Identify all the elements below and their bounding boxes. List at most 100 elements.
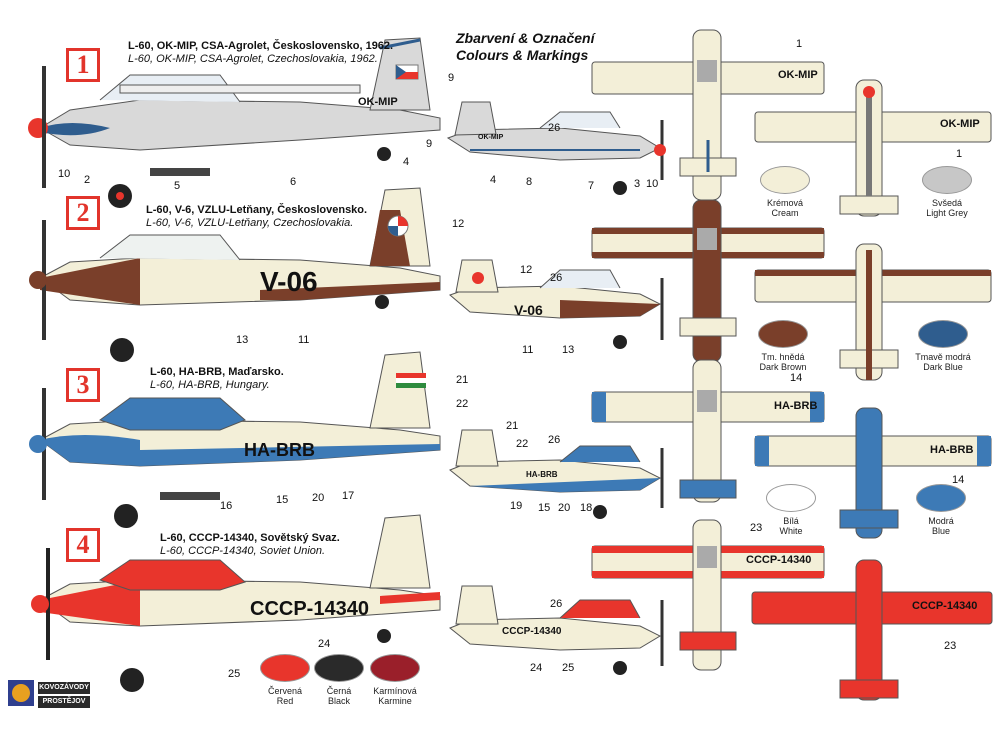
caption-3-cz: L-60, HA-BRB, Maďarsko. — [150, 366, 284, 378]
swatch-white: Bílá White — [756, 484, 826, 536]
callout-3: 3 — [634, 178, 641, 190]
callout-13-small: 13 — [562, 344, 575, 356]
swatch-chip-blue — [916, 484, 966, 512]
callout-8: 8 — [526, 176, 533, 188]
callout-7: 7 — [588, 180, 595, 192]
swatch-dark-brown-en: Dark Brown — [759, 362, 807, 372]
caption-1-en: L-60, OK-MIP, CSA-Agrolet, Czechoslovaki… — [128, 53, 378, 65]
callout-14-plan-a: 14 — [790, 372, 803, 384]
callout-25: 25 — [228, 668, 241, 680]
swatch-cream-en: Cream — [771, 208, 799, 218]
swatch-dark-blue-en: Dark Blue — [923, 362, 963, 372]
swatch-light-grey-en: Light Grey — [926, 208, 968, 218]
planview-2b — [754, 243, 992, 381]
registration-3-plan-a: HA-BRB — [774, 400, 818, 412]
callout-19: 19 — [510, 500, 523, 512]
swatch-chip-dark-blue — [918, 320, 968, 348]
registration-1-plan-a: OK-MIP — [778, 69, 818, 81]
variant-badge-2: 2 — [66, 196, 100, 230]
callout-26-v1: 26 — [548, 122, 561, 134]
registration-2-large: V-06 — [260, 266, 318, 297]
callout-1-plan-a: 1 — [796, 38, 803, 50]
callout-24: 24 — [318, 638, 331, 650]
callout-16: 16 — [220, 500, 233, 512]
callout-10-small: 10 — [646, 178, 659, 190]
caption-2: L-60, V-6, VZLU-Letňany, Československo.… — [146, 204, 367, 230]
callout-5: 5 — [174, 180, 181, 192]
callout-22: 22 — [456, 398, 469, 410]
callout-23-plan-a: 23 — [750, 522, 763, 534]
callout-15: 15 — [276, 494, 289, 506]
callout-11-small: 11 — [522, 344, 534, 356]
swatch-chip-white — [766, 484, 816, 512]
swatch-black-cz: Černá — [326, 686, 352, 696]
callout-13: 13 — [236, 334, 249, 346]
callout-10: 10 — [58, 168, 71, 180]
callout-17: 17 — [342, 490, 355, 502]
caption-4: L-60, CCCP-14340, Sovětský Svaz. L-60, C… — [160, 532, 340, 558]
title-en: Colours & Markings — [456, 47, 589, 63]
registration-2-small: V-06 — [514, 302, 543, 318]
callout-1-plan-b: 1 — [956, 148, 963, 160]
caption-1: L-60, OK-MIP, CSA-Agrolet, Československ… — [128, 40, 393, 66]
planview-4a — [591, 519, 825, 671]
callout-18: 18 — [580, 502, 593, 514]
callout-12-small: 12 — [520, 264, 533, 276]
swatch-karmine: Karmínová Karmine — [360, 654, 430, 706]
swatch-chip-dark-brown — [758, 320, 808, 348]
variant-badge-4: 4 — [66, 528, 100, 562]
planview-3a — [591, 359, 825, 503]
title-cz: Zbarvení & Označení — [456, 30, 595, 46]
kovozavody-logo: KOVOZÁVODY PROSTĚJOV — [8, 680, 90, 738]
registration-3-plan-b: HA-BRB — [930, 444, 974, 456]
swatch-karmine-en: Karmine — [378, 696, 412, 706]
callout-15-small: 15 — [538, 502, 551, 514]
planview-1a — [591, 29, 825, 201]
registration-4-plan-a: CCCP-14340 — [746, 554, 812, 566]
profile-1-large — [28, 37, 441, 208]
profile-2-large — [29, 187, 441, 362]
registration-3-large: HA-BRB — [244, 440, 315, 460]
swatch-red: Červená Red — [250, 654, 320, 706]
caption-3-en: L-60, HA-BRB, Hungary. — [150, 379, 270, 391]
swatch-white-en: White — [779, 526, 803, 536]
callout-6: 6 — [290, 176, 297, 188]
logo-emblem-dot-icon — [12, 684, 30, 702]
callout-25-small: 25 — [562, 662, 575, 674]
callout-11: 11 — [298, 334, 310, 346]
swatch-red-en: Red — [276, 696, 294, 706]
profile-4-large — [31, 514, 441, 692]
profile-4-small — [449, 585, 664, 675]
caption-1-cz: L-60, OK-MIP, CSA-Agrolet, Československ… — [128, 40, 394, 52]
callout-22-small: 22 — [516, 438, 529, 450]
swatch-blue-cz: Modrá — [928, 516, 954, 526]
callout-21-small: 21 — [506, 420, 519, 432]
registration-1-small: OK-MIP — [478, 134, 504, 141]
swatch-dark-brown: Tm. hnědá Dark Brown — [748, 320, 818, 372]
callout-26-v2: 26 — [550, 272, 563, 284]
profile-1-small — [446, 101, 666, 195]
logo-line-1: KOVOZÁVODY — [38, 682, 90, 694]
swatch-chip-karmine — [370, 654, 420, 682]
registration-1-large: OK-MIP — [358, 96, 398, 108]
swatch-light-grey: Svšedá Light Grey — [912, 166, 982, 218]
variant-badge-1: 1 — [66, 48, 100, 82]
swatch-karmine-cz: Karmínová — [373, 686, 417, 696]
profile-2-small — [449, 259, 664, 349]
registration-3-small: HA-BRB — [526, 470, 558, 479]
swatch-dark-blue-cz: Tmavě modrá — [915, 352, 971, 362]
callout-20: 20 — [312, 492, 325, 504]
callout-20-small: 20 — [558, 502, 571, 514]
callout-14-plan-b: 14 — [952, 474, 965, 486]
callout-21: 21 — [456, 374, 469, 386]
registration-4-large: CCCP-14340 — [250, 598, 369, 620]
caption-2-en: L-60, V-6, VZLU-Letňany, Czechoslovakia. — [146, 217, 354, 229]
swatch-black-en: Black — [327, 696, 350, 706]
caption-4-en: L-60, CCCP-14340, Soviet Union. — [160, 545, 326, 557]
swatch-chip-black — [314, 654, 364, 682]
swatch-dark-blue: Tmavě modrá Dark Blue — [908, 320, 978, 372]
caption-4-cz: L-60, CCCP-14340, Sovětský Svaz. — [160, 532, 340, 544]
profile-3-small — [449, 429, 664, 519]
callout-2: 2 — [84, 174, 91, 186]
